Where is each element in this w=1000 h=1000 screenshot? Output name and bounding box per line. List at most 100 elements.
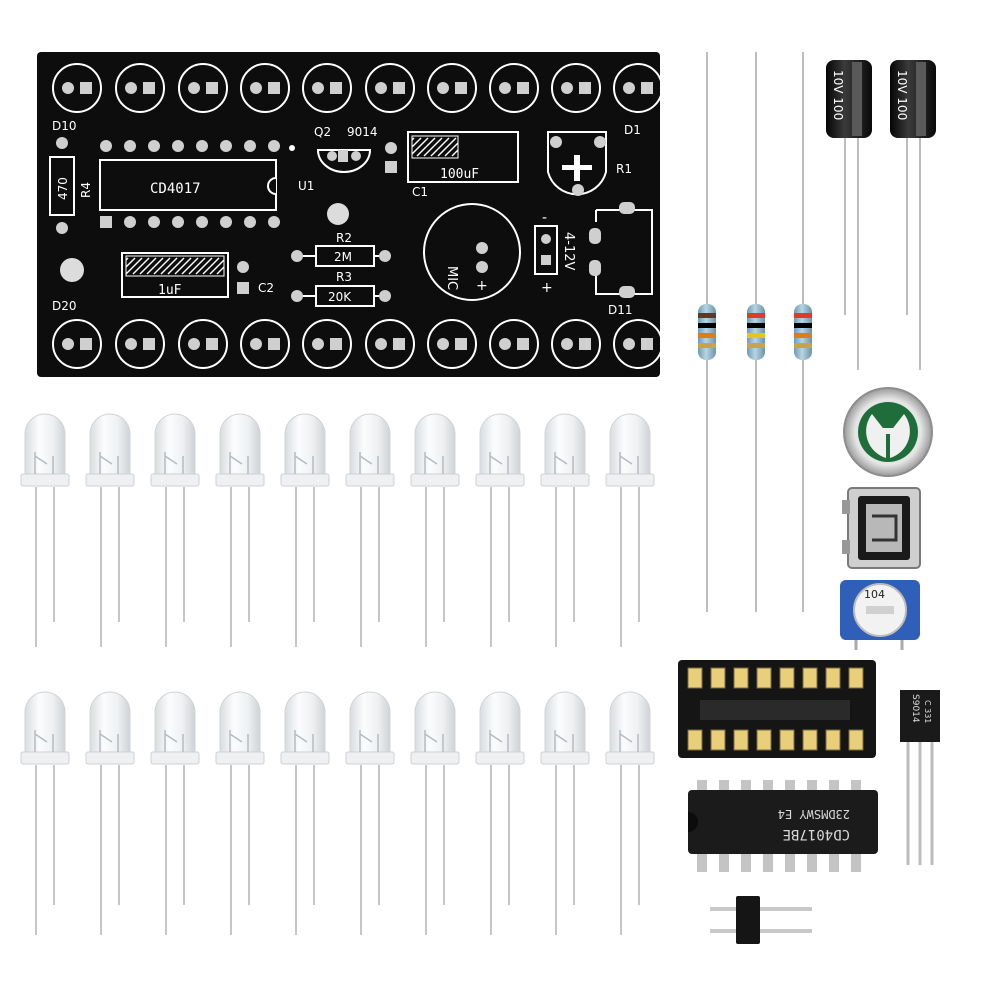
d1-label: D1 <box>624 123 641 137</box>
ic-socket <box>678 660 876 758</box>
q2-footprint: Q2 9014 <box>289 125 378 173</box>
c1-label: C1 <box>412 185 428 199</box>
led <box>20 691 70 935</box>
led-footprint <box>489 319 539 369</box>
transistor: S9014 C 331 <box>900 690 940 865</box>
q2-label: Q2 <box>314 125 331 139</box>
r2-label: R2 <box>336 231 352 245</box>
led-footprint <box>115 319 165 369</box>
trimmer-potentiometer: 104 <box>840 580 920 650</box>
power-minus: - <box>542 210 547 226</box>
led <box>410 413 460 647</box>
r4-footprint: 470 R4 <box>49 137 93 234</box>
pot-marking: 104 <box>864 588 885 601</box>
push-switch <box>842 487 921 569</box>
led <box>280 413 330 647</box>
led-footprint <box>427 63 477 113</box>
ic-label: CD4017 <box>150 181 201 197</box>
r2-value: 2M <box>334 250 352 264</box>
resistor <box>794 52 812 612</box>
led <box>475 413 525 647</box>
u1-label: U1 <box>298 179 314 193</box>
capacitor-a-marking: 10V 100 <box>831 70 845 120</box>
mic-plus: + <box>476 278 488 294</box>
led-footprint <box>365 319 415 369</box>
led-footprint <box>52 63 102 113</box>
resistors <box>698 52 812 612</box>
led-footprint <box>613 319 663 369</box>
mic-label: MIC <box>444 266 459 290</box>
electret-microphone <box>843 387 933 477</box>
mounting-hole <box>327 203 349 225</box>
r3-label: R3 <box>336 270 352 284</box>
electrolytic-capacitor-a: 10V 100 <box>826 60 872 370</box>
led-row-1 <box>20 413 655 647</box>
led-footprint <box>613 63 663 113</box>
resistor <box>747 52 765 612</box>
led <box>150 691 200 935</box>
led <box>410 691 460 935</box>
led <box>540 413 590 647</box>
led-footprints-bottom <box>52 319 663 369</box>
r4-value: 470 <box>56 177 70 200</box>
c2-label: C2 <box>258 281 274 295</box>
led <box>150 413 200 647</box>
led <box>345 691 395 935</box>
led-row-2 <box>20 691 655 935</box>
power-plus: + <box>541 280 553 296</box>
led-footprint <box>302 63 352 113</box>
led-footprint <box>365 63 415 113</box>
led-footprints-top <box>52 63 663 113</box>
led <box>605 413 655 647</box>
r3-footprint: R3 20K <box>291 270 391 307</box>
c1-value: 100uF <box>440 167 479 182</box>
r2-footprint: R2 2M <box>291 231 391 267</box>
led <box>280 691 330 935</box>
pin-header <box>710 896 812 944</box>
r1-label: R1 <box>616 162 632 176</box>
led-footprint <box>178 319 228 369</box>
cd4017-chip: CD4017BE 23DMSWY E4 <box>688 780 878 872</box>
led <box>605 691 655 935</box>
mounting-hole <box>60 258 84 282</box>
c2-footprint: 1uF C2 <box>121 252 274 298</box>
r3-value: 20K <box>328 290 352 304</box>
led-footprint <box>240 319 290 369</box>
d10-label: D10 <box>52 119 77 133</box>
led <box>85 691 135 935</box>
led <box>345 413 395 647</box>
led <box>540 691 590 935</box>
led <box>215 691 265 935</box>
c2-value: 1uF <box>158 283 182 298</box>
ic-marking-2: 23DMSWY E4 <box>778 807 850 821</box>
led <box>475 691 525 935</box>
led <box>20 413 70 647</box>
transistor-marking-2: C 331 <box>923 700 932 723</box>
ic-marking-1: CD4017BE <box>783 826 850 842</box>
led-footprint <box>52 319 102 369</box>
led-footprint <box>115 63 165 113</box>
d11-label: D11 <box>608 303 633 317</box>
led <box>215 413 265 647</box>
d20-label: D20 <box>52 299 77 313</box>
switch-footprint: D11 <box>589 202 653 317</box>
led-footprint <box>551 63 601 113</box>
r4-label: R4 <box>79 182 93 198</box>
led-footprint <box>551 319 601 369</box>
resistor <box>698 52 716 612</box>
ic-footprint: CD4017 U1 <box>99 140 314 228</box>
electrolytic-capacitor-b: 10V 100 <box>890 60 936 370</box>
c1-footprint: 100uF C1 <box>385 131 519 199</box>
led-footprint <box>302 319 352 369</box>
r1-footprint: R1 D1 <box>547 123 641 196</box>
transistor-label: 9014 <box>347 125 378 139</box>
pcb-board: CD4017 U1 470 R4 D10 D20 Q2 9014 <box>37 52 663 377</box>
power-header-footprint: - + 4-12V <box>534 210 576 296</box>
mic-footprint: MIC + <box>423 203 521 301</box>
led-footprint <box>240 63 290 113</box>
transistor-marking: S9014 <box>910 694 920 723</box>
capacitor-b-marking: 10V 100 <box>895 70 909 120</box>
led-footprint <box>489 63 539 113</box>
led-footprint <box>427 319 477 369</box>
